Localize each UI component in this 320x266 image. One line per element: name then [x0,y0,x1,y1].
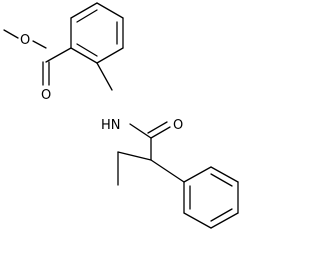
bond-ring2-d [210,212,239,229]
bond-amide-c-o-double-2 [147,121,168,134]
bond-carbonyl-c-ring [45,47,72,63]
bond-ring2-e [183,212,212,229]
amide-carbonyl-oxygen-label: O [173,118,183,133]
bond-ch-ring2 [150,159,185,183]
bond-amide-c-o-double-1 [150,126,171,139]
bond-nh-amide-c [129,123,152,139]
bond-ring2-inner-2 [210,208,233,222]
bond-o-carbonyl-c [32,40,47,49]
bond-ring2-inner-1 [210,173,233,187]
bond-ring1-e [96,47,124,64]
bond-ring1-b [70,2,98,19]
bond-methyl-o [3,29,19,39]
structure-canvas: O O HN O [3,2,239,229]
bond-ring1-inner-1 [76,9,98,23]
molecule-structure: O O HN O [3,2,239,229]
ester-carbonyl-oxygen-label: O [41,88,51,103]
bond-ring1-c [96,2,124,19]
bond-ring1-inner-3 [76,43,98,57]
bond-ring2-a [183,166,212,183]
bond-ring1-f [70,47,98,64]
bond-ring2-b [210,166,239,183]
bond-ch-ch2 [117,151,152,161]
ester-oxygen-label: O [20,33,30,48]
amide-nh-label: HN [101,118,121,133]
bond-ring-nh [96,62,113,91]
